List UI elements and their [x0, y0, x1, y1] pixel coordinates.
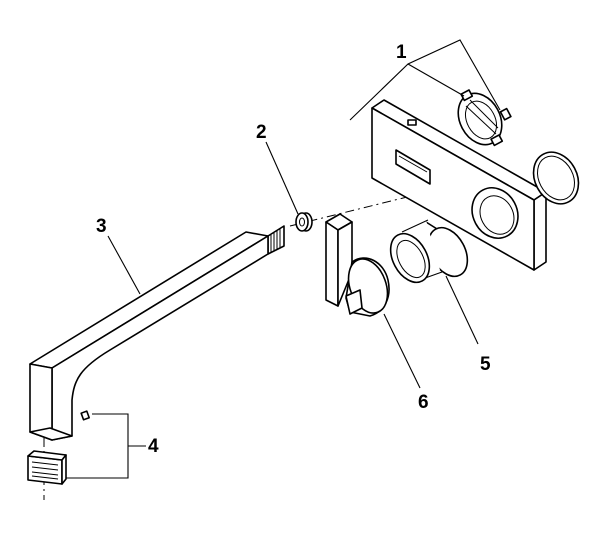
lever-base — [345, 289, 363, 315]
part-5-sleeve — [389, 219, 469, 284]
part-3-spout — [29, 225, 285, 441]
spout-top-face — [29, 231, 269, 369]
set-screw — [80, 410, 90, 421]
part-2-nut — [295, 212, 313, 232]
spout-thread — [267, 225, 285, 255]
callout-5: 5 — [480, 354, 491, 375]
leader-lines — [66, 39, 501, 479]
spout-outlet — [29, 427, 73, 441]
callout-2: 2 — [256, 122, 267, 143]
lever-front — [325, 221, 339, 307]
part-1-cover-plate — [371, 89, 580, 271]
plate-screw — [407, 119, 417, 126]
spout-front-face — [51, 235, 269, 441]
callout-4: 4 — [148, 436, 159, 457]
callout-1: 1 — [396, 42, 407, 63]
callout-6: 6 — [418, 392, 429, 413]
assembly-axis — [289, 173, 501, 227]
leader-2 — [265, 141, 299, 215]
leader-4 — [66, 413, 129, 479]
leader-6 — [383, 313, 421, 389]
fixing-ring — [457, 89, 512, 147]
leader-1 — [349, 39, 501, 121]
lever-slot — [395, 149, 431, 185]
callout-3: 3 — [96, 216, 107, 237]
leader-3 — [107, 235, 141, 295]
sleeve-front-ring — [389, 232, 431, 284]
plate-side-edge — [533, 191, 547, 271]
part-4-aerator — [27, 410, 90, 485]
part-6-lever-handle — [325, 213, 390, 317]
leader-5 — [445, 275, 479, 345]
